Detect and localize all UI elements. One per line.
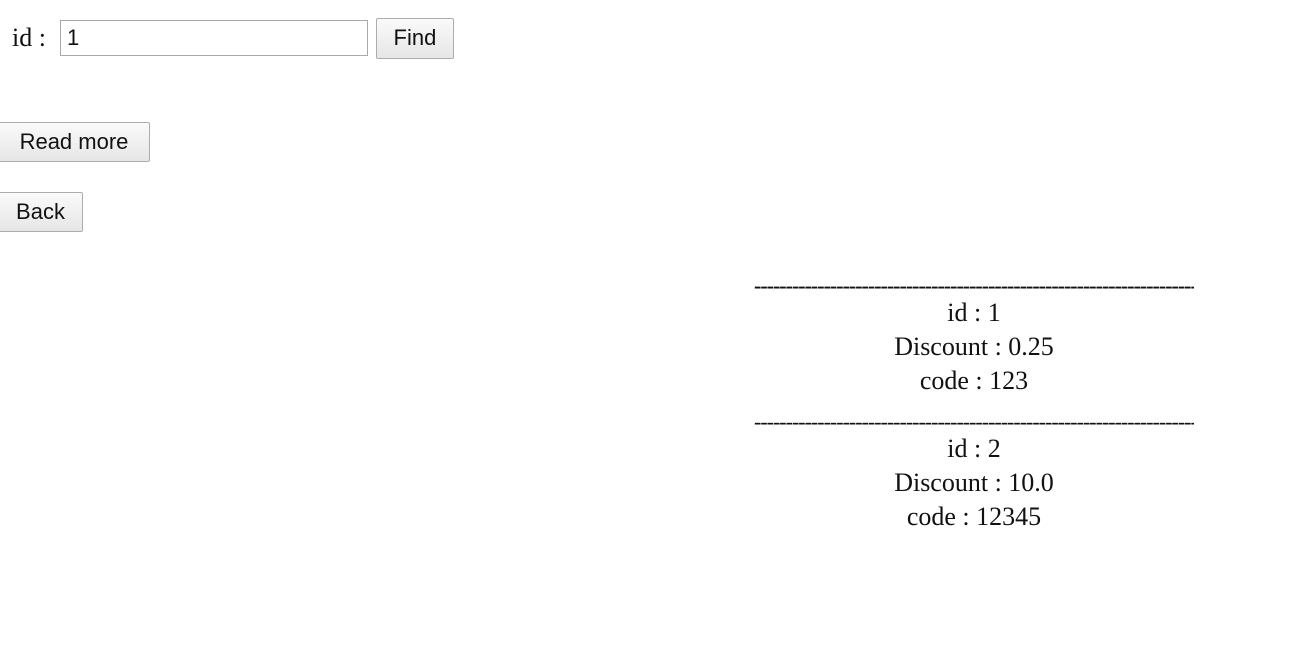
search-row: id : Find (12, 17, 454, 59)
records-list: ----------------------------------------… (754, 276, 1194, 548)
record-divider: ----------------------------------------… (754, 412, 1194, 432)
record-code: code : 12345 (906, 502, 1042, 531)
id-label: id : (12, 23, 46, 52)
read-more-button[interactable]: Read more (0, 122, 150, 162)
record-id: id : 1 (947, 298, 1001, 327)
back-button[interactable]: Back (0, 192, 83, 232)
record-divider: ----------------------------------------… (754, 276, 1194, 296)
record-item: id : 2 Discount : 10.0 code : 12345 (754, 432, 1194, 534)
record-code: code : 123 (919, 366, 1029, 395)
record-discount: Discount : 10.0 (894, 468, 1054, 497)
record-discount: Discount : 0.25 (894, 332, 1054, 361)
id-input[interactable] (59, 20, 368, 56)
find-button[interactable]: Find (375, 17, 454, 59)
record-id: id : 2 (947, 434, 1001, 463)
record-item: id : 1 Discount : 0.25 code : 123 (754, 296, 1194, 398)
